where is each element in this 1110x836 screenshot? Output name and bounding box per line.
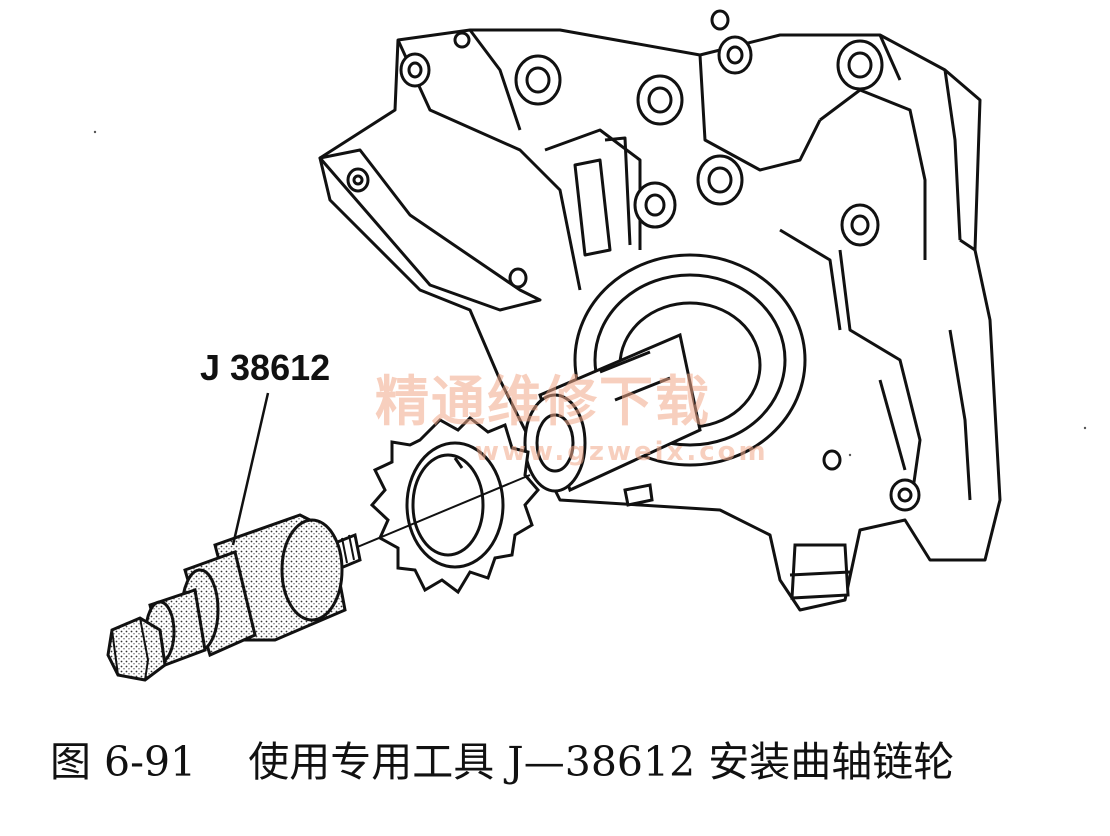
tool-callout-label: J 38612 [200, 347, 330, 388]
figure-caption: 图 6-91 使用专用工具 J—38612 安装曲轴链轮 [50, 738, 955, 786]
crankshaft-nose [523, 253, 851, 600]
block-bolt-bosses [346, 9, 921, 512]
alignment-line [354, 474, 531, 549]
crankshaft-sprocket-installation-diagram: J 38612 精通维修下载 www.gzweix.com [93, 9, 1087, 682]
watermark-chinese: 精通维修下载 [375, 370, 711, 433]
installer-tool [106, 513, 362, 682]
crankshaft-sprocket [369, 416, 540, 595]
watermark-url: www.gzweix.com [475, 437, 769, 467]
scan-specks [93, 130, 1087, 457]
callout-leader-line [231, 392, 270, 546]
